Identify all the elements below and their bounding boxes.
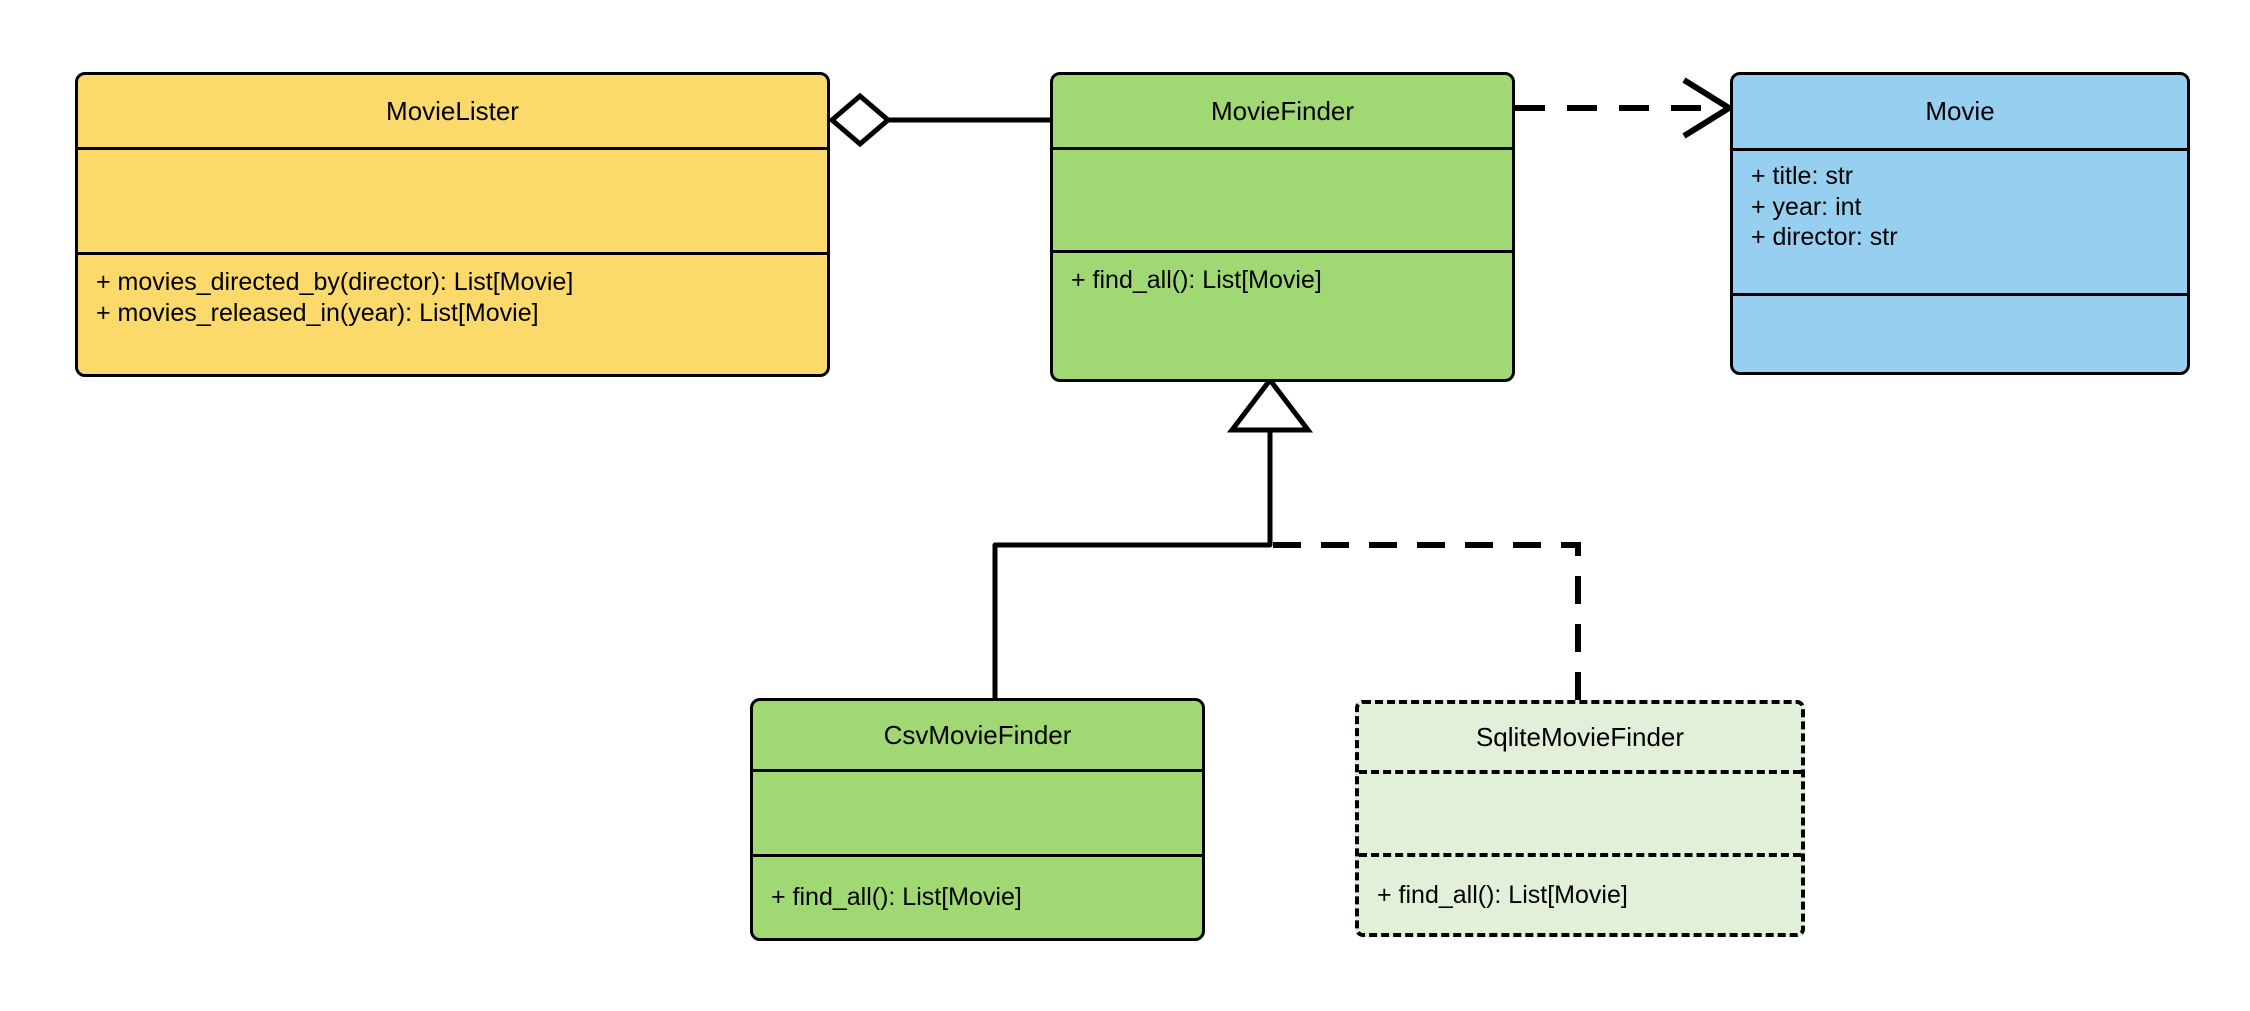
attribute-item: + director: str — [1751, 223, 1898, 251]
method-item: + movies_released_in(year): List[Movie] — [96, 298, 539, 327]
class-methods-compartment-movie — [1733, 293, 2187, 372]
class-name-compartment-movie-lister: MovieLister — [78, 75, 827, 147]
attribute-item: + year: int — [1751, 192, 1862, 221]
class-attributes-compartment-csv-movie-finder — [753, 769, 1202, 854]
class-title-sqlite-movie-finder: SqliteMovieFinder — [1475, 721, 1685, 752]
attribute-item: + title: str — [1751, 162, 1854, 190]
class-name-compartment-movie-finder: MovieFinder — [1053, 75, 1512, 147]
edge-aggregation-lister-finder — [828, 92, 1050, 148]
class-methods-compartment-csv-movie-finder: + find_all(): List[Movie] — [753, 854, 1202, 938]
open-arrow-marker — [1682, 77, 1735, 139]
class-title-csv-movie-finder: CsvMovieFinder — [883, 719, 1072, 750]
class-box-movie[interactable]: Movie + title: str + year: int + directo… — [1730, 72, 2190, 375]
method-item: + find_all(): List[Movie] — [1377, 880, 1628, 909]
method-item: + movies_directed_by(director): List[Mov… — [96, 268, 574, 296]
class-methods-compartment-movie-lister: + movies_directed_by(director): List[Mov… — [78, 252, 827, 374]
hollow-diamond-marker — [828, 92, 892, 148]
edge-dependency-finder-movie — [1515, 77, 1735, 139]
class-attributes-compartment-movie-finder — [1053, 147, 1512, 250]
class-title-movie-finder: MovieFinder — [1210, 95, 1355, 126]
method-item: + find_all(): List[Movie] — [771, 883, 1022, 912]
method-item: + find_all(): List[Movie] — [1071, 266, 1322, 294]
inheritance-line-csv — [992, 418, 1273, 698]
class-name-compartment-csv-movie-finder: CsvMovieFinder — [753, 701, 1202, 769]
class-box-movie-finder[interactable]: MovieFinder + find_all(): List[Movie] — [1050, 72, 1515, 382]
class-attributes-compartment-sqlite-movie-finder — [1359, 770, 1801, 853]
inheritance-line-sqlite — [1272, 542, 1581, 700]
class-attributes-compartment-movie: + title: str + year: int + director: str — [1733, 148, 2187, 293]
class-attributes-compartment-movie-lister — [78, 147, 827, 252]
class-title-movie: Movie — [1925, 96, 1995, 127]
edge-inheritance-sqlite-finder — [1272, 542, 1581, 700]
class-box-sqlite-movie-finder[interactable]: SqliteMovieFinder + find_all(): List[Mov… — [1355, 700, 1805, 937]
class-name-compartment-sqlite-movie-finder: SqliteMovieFinder — [1359, 704, 1801, 770]
hollow-triangle-marker — [1226, 375, 1314, 433]
class-methods-compartment-movie-finder: + find_all(): List[Movie] — [1053, 250, 1512, 379]
class-name-compartment-movie: Movie — [1733, 75, 2187, 148]
class-methods-compartment-sqlite-movie-finder: + find_all(): List[Movie] — [1359, 853, 1801, 933]
edge-inheritance-csv-finder — [992, 418, 1273, 698]
class-box-movie-lister[interactable]: MovieLister + movies_directed_by(directo… — [75, 72, 830, 377]
class-title-movie-lister: MovieLister — [386, 95, 519, 126]
class-box-csv-movie-finder[interactable]: CsvMovieFinder + find_all(): List[Movie] — [750, 698, 1205, 941]
